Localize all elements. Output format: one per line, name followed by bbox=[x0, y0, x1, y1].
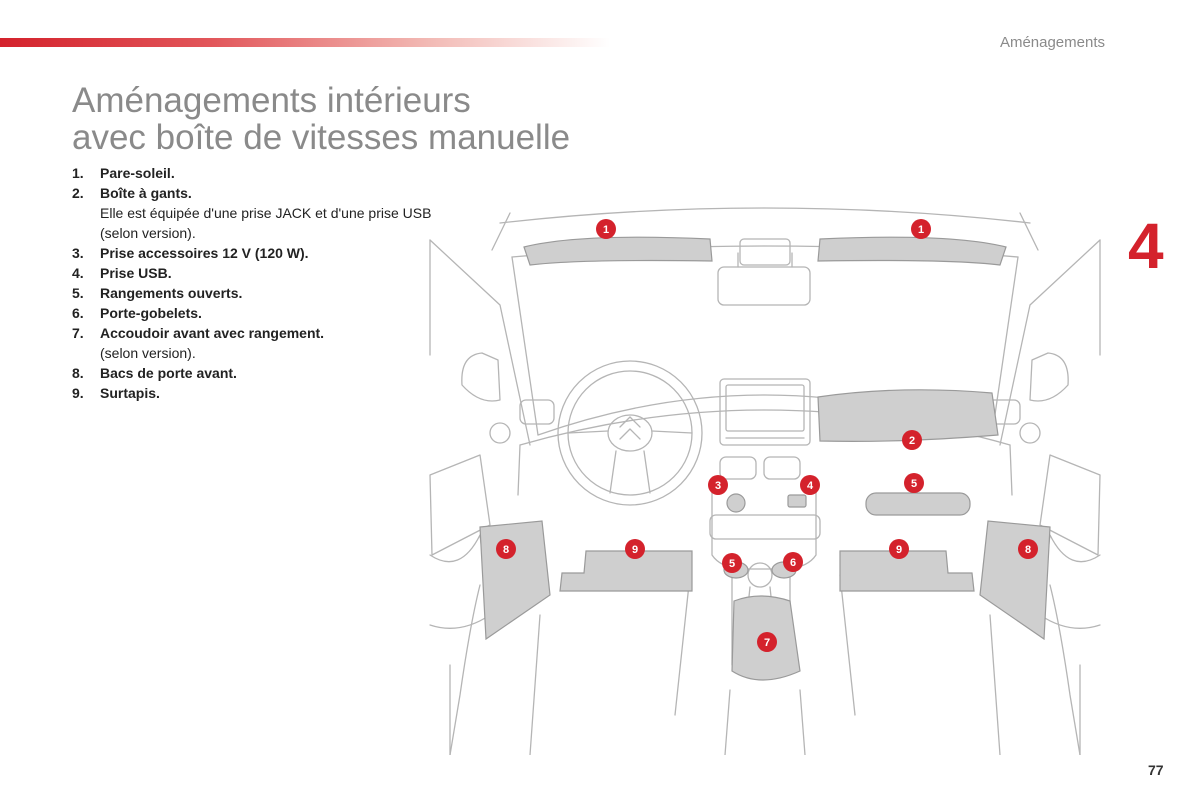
legend-item-body: Bacs de porte avant. bbox=[100, 363, 237, 383]
legend-item-body: Pare-soleil. bbox=[100, 163, 175, 183]
floor-mat-right bbox=[839, 550, 975, 592]
glovebox bbox=[817, 389, 999, 442]
legend-item: 3. Prise accessoires 12 V (120 W). bbox=[72, 243, 432, 263]
legend-item-detail: (selon version). bbox=[100, 345, 196, 361]
callout-marker: 4 bbox=[800, 475, 820, 495]
callout-label: 6 bbox=[790, 557, 796, 569]
legend-item-detail: Elle est équipée d'une prise JACK et d'u… bbox=[100, 205, 432, 241]
callout-label: 5 bbox=[729, 558, 735, 570]
legend-item-body: Accoudoir avant avec rangement. (selon ve… bbox=[100, 323, 324, 363]
legend-item-body: Surtapis. bbox=[100, 383, 160, 403]
callout-label: 8 bbox=[1025, 544, 1031, 556]
callout-label: 9 bbox=[632, 544, 638, 556]
accessory-socket-12v bbox=[726, 493, 746, 513]
page-title-line-2: avec boîte de vitesses manuelle bbox=[72, 118, 571, 157]
section-header: Aménagements bbox=[999, 34, 1105, 51]
callout-marker: 7 bbox=[757, 632, 777, 652]
legend-item: 1. Pare-soleil. bbox=[72, 163, 432, 183]
callout-label: 4 bbox=[807, 480, 814, 492]
legend-item-body: Porte-gobelets. bbox=[100, 303, 202, 323]
legend-item: 2. Boîte à gants. Elle est équipée d'une p… bbox=[72, 183, 432, 243]
legend-list: 1. Pare-soleil. 2. Boîte à gants. Elle est … bbox=[72, 163, 432, 403]
legend-item-number: 5. bbox=[72, 285, 84, 301]
page-title-line-1: Aménagements intérieurs bbox=[72, 81, 471, 120]
sun-visor-left bbox=[523, 236, 713, 266]
callout-marker: 2 bbox=[902, 430, 922, 450]
legend-item-number: 3. bbox=[72, 245, 84, 261]
legend-item-number: 9. bbox=[72, 385, 84, 401]
chapter-number: 4 bbox=[1128, 210, 1164, 282]
legend-item-label: Surtapis. bbox=[100, 385, 160, 401]
callout-label: 8 bbox=[503, 544, 509, 556]
legend-item: 6. Porte-gobelets. bbox=[72, 303, 432, 323]
header-accent-bar bbox=[0, 38, 610, 47]
legend-item: 7. Accoudoir avant avec rangement. (selon … bbox=[72, 323, 432, 363]
callout-label: 3 bbox=[715, 480, 721, 492]
legend-item-label: Prise accessoires 12 V (120 W). bbox=[100, 245, 309, 261]
highlighted-components bbox=[479, 236, 1051, 681]
callout-marker: 5 bbox=[722, 553, 742, 573]
floor-mat-left bbox=[559, 550, 693, 592]
legend-item-number: 8. bbox=[72, 365, 84, 381]
legend-item-number: 7. bbox=[72, 325, 84, 341]
legend-item-number: 4. bbox=[72, 265, 84, 281]
usb-port bbox=[787, 494, 807, 508]
legend-item-number: 1. bbox=[72, 165, 84, 181]
page-number: 77 bbox=[1148, 762, 1164, 778]
callout-marker: 1 bbox=[911, 219, 931, 239]
callout-marker: 9 bbox=[889, 539, 909, 559]
legend-item-label: Accoudoir avant avec rangement. bbox=[100, 325, 325, 341]
legend-item: 5. Rangements ouverts. bbox=[72, 283, 432, 303]
legend-item-label: Prise USB. bbox=[100, 265, 172, 281]
callout-marker: 5 bbox=[904, 473, 924, 493]
callout-marker: 1 bbox=[596, 219, 616, 239]
legend-item-label: Bacs de porte avant. bbox=[100, 365, 237, 381]
callout-marker: 8 bbox=[1018, 539, 1038, 559]
legend-item-body: Boîte à gants. Elle est équipée d'une pri… bbox=[100, 183, 432, 243]
sun-visor-right bbox=[817, 236, 1007, 266]
callout-markers: 1 1 2 3 4 5 5 6 7 8 8 9 9 bbox=[496, 219, 1038, 652]
legend-item-label: Rangements ouverts. bbox=[100, 285, 243, 301]
legend-item-label: Porte-gobelets. bbox=[100, 305, 202, 321]
page-title: Aménagements intérieurs avec boîte de vi… bbox=[72, 82, 570, 156]
legend-item: 9. Surtapis. bbox=[72, 383, 432, 403]
callout-marker: 8 bbox=[496, 539, 516, 559]
callout-marker: 6 bbox=[783, 552, 803, 572]
legend-item-label: Boîte à gants. bbox=[100, 185, 192, 201]
legend-item-body: Prise accessoires 12 V (120 W). bbox=[100, 243, 309, 263]
callout-label: 9 bbox=[896, 544, 902, 556]
legend-item-body: Rangements ouverts. bbox=[100, 283, 242, 303]
callout-label: 7 bbox=[764, 637, 770, 649]
callout-label: 1 bbox=[603, 224, 609, 236]
callout-label: 1 bbox=[918, 224, 924, 236]
legend-item-label: Pare-soleil. bbox=[100, 165, 175, 181]
open-storage-tray bbox=[865, 492, 971, 516]
legend-item-number: 2. bbox=[72, 185, 84, 201]
callout-label: 5 bbox=[911, 478, 917, 490]
legend-item-body: Prise USB. bbox=[100, 263, 172, 283]
callout-marker: 3 bbox=[708, 475, 728, 495]
legend-item: 4. Prise USB. bbox=[72, 263, 432, 283]
callout-marker: 9 bbox=[625, 539, 645, 559]
legend-item-number: 6. bbox=[72, 305, 84, 321]
interior-diagram: 1 1 2 3 4 5 5 6 7 8 8 9 9 bbox=[429, 207, 1101, 755]
legend-item: 8. Bacs de porte avant. bbox=[72, 363, 432, 383]
callout-label: 2 bbox=[909, 435, 915, 447]
